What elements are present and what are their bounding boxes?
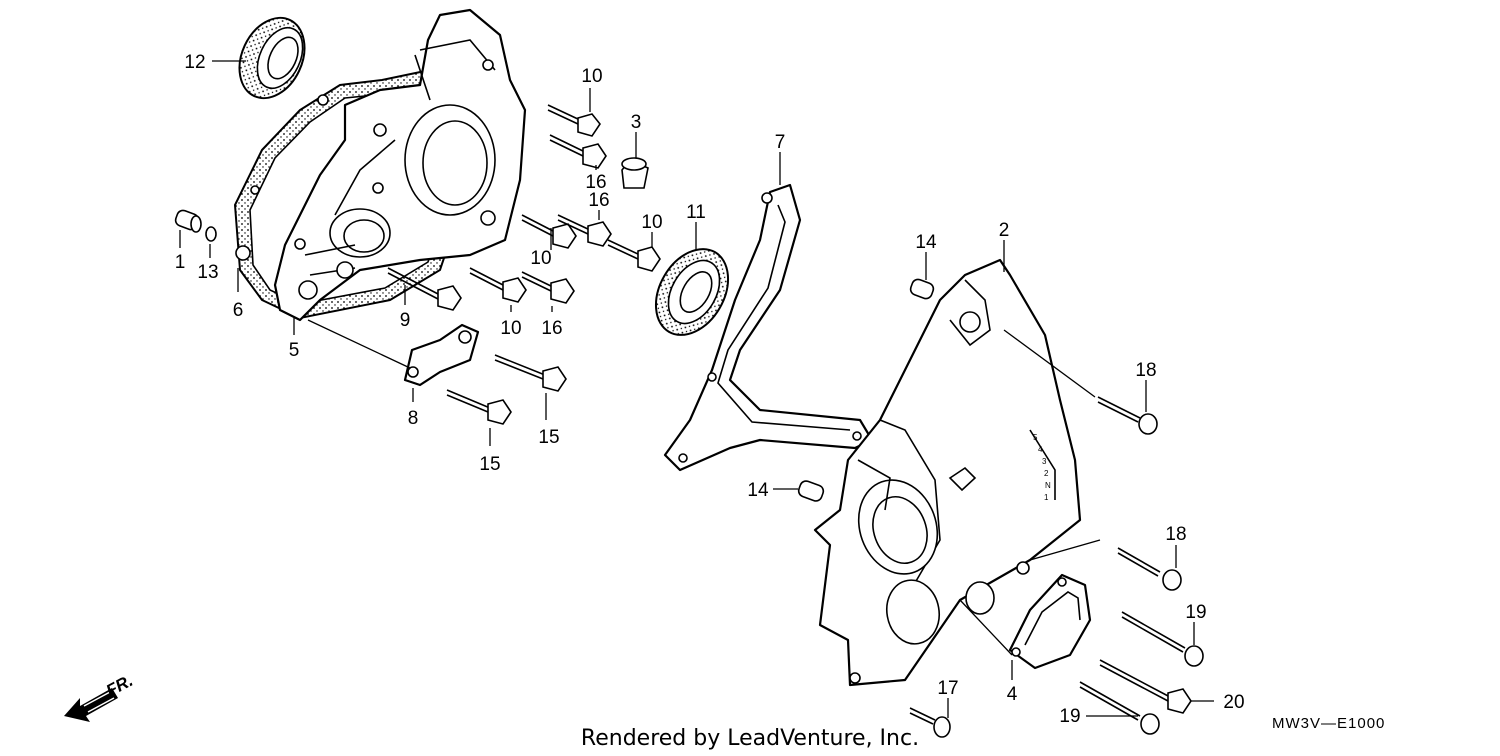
callout-20: 20 [1223,692,1244,713]
callout-12: 12 [184,52,205,73]
callout-14-lower: 14 [747,480,769,501]
callout-14-upper: 14 [915,232,937,253]
callout-18-upper: 18 [1135,360,1156,381]
bolts-left-group [387,104,661,425]
callout-6: 6 [233,300,244,321]
callout-10-middle: 10 [530,248,551,269]
wing-logo [948,466,977,492]
svg-text:3: 3 [1042,457,1047,466]
oil-seal-11 [654,248,730,336]
callout-2: 2 [999,220,1010,241]
callout-15-lower: 15 [479,454,500,475]
left-crankcase-cover-5 [273,8,527,322]
dowel-pin-14-upper [909,278,935,300]
svg-text:5: 5 [1033,433,1038,442]
callout-3: 3 [631,112,642,133]
callout-10-lower: 10 [500,318,521,339]
callout-5: 5 [289,340,300,361]
callout-15-upper: 15 [538,427,559,448]
callout-16-middle: 16 [588,190,609,211]
washer-13 [205,226,217,242]
front-direction-indicator: FR. [64,671,136,722]
render-credit: Rendered by LeadVenture, Inc. [581,726,919,751]
callout-19-lower: 19 [1059,706,1080,727]
front-arrow-icon [64,688,118,722]
callout-9: 9 [400,310,411,331]
callout-4: 4 [1007,684,1018,705]
dowel-pin-14-lower [797,480,825,502]
bracket-8 [403,323,480,387]
callout-11: 11 [686,202,706,223]
callout-10-top: 10 [581,66,602,87]
callout-labels: 12 1 13 6 5 9 8 15 15 10 16 3 10 16 10 1… [175,52,1245,727]
callout-7: 7 [775,132,786,153]
callout-18-lower: 18 [1165,524,1186,545]
diagram-code: MW3V—E1000 [1272,715,1385,732]
callout-8: 8 [408,408,419,429]
right-crankcase-cover-2: 5 4 3 2 N 1 [813,258,1082,687]
callout-10-right: 10 [641,212,662,233]
dowel-pin-3 [621,157,649,189]
gasket-7 [663,183,874,472]
bolts-right-group [909,396,1204,738]
svg-text:N: N [1045,481,1051,490]
callout-17: 17 [937,678,958,699]
leader-lines [179,60,1214,718]
svg-text:2: 2 [1044,469,1049,478]
callout-16-top: 16 [585,172,606,193]
callout-19-upper: 19 [1185,602,1206,623]
shift-pattern-indicator: 5 4 3 2 N 1 [1033,433,1051,502]
oil-seal-12 [238,16,306,100]
cap-4 [1008,573,1092,670]
callout-13: 13 [197,262,218,283]
svg-text:1: 1 [1044,493,1049,502]
svg-text:4: 4 [1038,445,1043,454]
callout-1: 1 [175,252,186,273]
dowel-pin-1 [174,209,202,233]
callout-16-lower: 16 [541,318,562,339]
